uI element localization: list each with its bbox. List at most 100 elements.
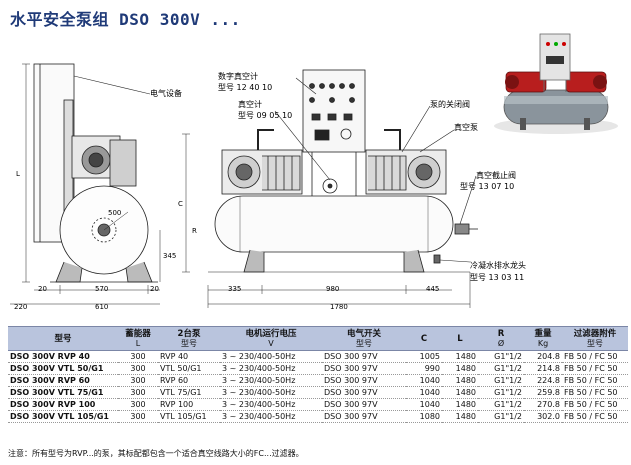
label-digital-vacuum-gauge: 数字真空计 [218, 71, 258, 81]
dim-445: 445 [426, 285, 439, 293]
label-vacuum-gauge: 真空计 [238, 99, 262, 109]
cell-filter: FB 50 / FC 50 [562, 374, 628, 387]
cell-tank: 300 [118, 350, 158, 363]
cell-weight: 224.8 [524, 374, 562, 387]
dim-1780: 1780 [330, 303, 348, 311]
cell-weight: 214.8 [524, 362, 562, 375]
column-header-main: 过滤器附件 [573, 329, 617, 339]
cell-pumps: RVP 40 [158, 350, 220, 363]
column-header-main: L [457, 334, 463, 344]
cell-switch: DSO 300 97V [322, 374, 406, 387]
column-header-sub: L [135, 339, 141, 348]
cell-r: G1"1/2 [478, 398, 524, 411]
cell-filter: FB 50 / FC 50 [562, 398, 628, 411]
cell-model: DSO 300V VTL 75/G1 [8, 386, 118, 399]
dim-500: 500 [108, 209, 121, 217]
dim-220: 220 [14, 303, 27, 311]
cell-tank: 300 [118, 362, 158, 375]
label-pump-shutoff-valve: 泵的关闭阀 [430, 99, 470, 109]
label-digital-vacuum-gauge-model: 型号 12 40 10 [218, 83, 272, 92]
cell-weight: 259.8 [524, 386, 562, 399]
front-view [182, 69, 478, 308]
cell-pumps: VTL 105/G1 [158, 410, 220, 423]
cell-voltage: 3 ~ 230/400-50Hz [220, 398, 322, 411]
dim-20b: 20 [150, 285, 159, 293]
cell-tank: 300 [118, 398, 158, 411]
cell-c: 1040 [406, 398, 442, 411]
dim-20a: 20 [38, 285, 47, 293]
dim-335: 335 [228, 285, 241, 293]
cell-weight: 302.0 [524, 410, 562, 423]
cell-weight: 270.8 [524, 398, 562, 411]
label-vacuum-gauge-model: 型号 09 05 10 [238, 111, 292, 120]
cell-c: 1040 [406, 386, 442, 399]
cell-tank: 300 [118, 410, 158, 423]
cell-pumps: RVP 60 [158, 374, 220, 387]
title-cn: 水平安全泵组 [10, 10, 110, 29]
cell-pumps: RVP 100 [158, 398, 220, 411]
dim-C: C [178, 200, 183, 208]
column-header-sub: Kg [537, 339, 549, 348]
cell-c: 1040 [406, 374, 442, 387]
cell-c: 1005 [406, 350, 442, 363]
cell-filter: FB 50 / FC 50 [562, 386, 628, 399]
cell-r: G1"1/2 [478, 386, 524, 399]
column-header-main: 2台泵 [177, 329, 201, 339]
column-header-main: 蓄能器 [125, 329, 151, 339]
cell-r: G1"1/2 [478, 374, 524, 387]
column-header: 电气开关型号 [322, 326, 406, 351]
cell-pumps: VTL 75/G1 [158, 386, 220, 399]
label-electrical: 电气设备 [150, 88, 182, 98]
cell-filter: FB 50 / FC 50 [562, 410, 628, 423]
dim-610: 610 [95, 303, 108, 311]
cell-voltage: 3 ~ 230/400-50Hz [220, 386, 322, 399]
page-title: 水平安全泵组 DSO 300V ... [10, 6, 241, 30]
cell-l: 1480 [442, 362, 478, 375]
cell-voltage: 3 ~ 230/400-50Hz [220, 410, 322, 423]
footnote: 注意：所有型号为RVP...的泵，其标配都包含一个适合真空线路大小的FC...过… [8, 449, 304, 458]
column-header: 2台泵型号 [158, 326, 220, 351]
product-photo [494, 33, 618, 134]
column-header-sub: V [268, 339, 274, 348]
label-vacuum-shutoff-valve: 真空截止阀 [476, 170, 516, 180]
column-header-main: C [420, 334, 428, 344]
column-header: 型号 [8, 326, 118, 351]
dim-570: 570 [95, 285, 108, 293]
title-model: DSO 300V ... [119, 10, 241, 29]
technical-drawing: 电气设备 L 500 345 20 570 20 220 610 [10, 33, 618, 311]
cell-voltage: 3 ~ 230/400-50Hz [220, 362, 322, 375]
label-condensate-drain: 冷凝水排水龙头 [470, 260, 526, 270]
dim-980: 980 [326, 285, 339, 293]
column-header: C [406, 326, 442, 351]
cell-l: 1480 [442, 398, 478, 411]
cell-tank: 300 [118, 386, 158, 399]
cell-filter: FB 50 / FC 50 [562, 350, 628, 363]
column-header-sub: 型号 [356, 339, 372, 348]
cell-r: G1"1/2 [478, 362, 524, 375]
cell-switch: DSO 300 97V [322, 410, 406, 423]
cell-switch: DSO 300 97V [322, 386, 406, 399]
cell-voltage: 3 ~ 230/400-50Hz [220, 350, 322, 363]
column-header-main: 型号 [54, 334, 72, 344]
column-header-sub: 型号 [587, 339, 603, 348]
front-control-panel [302, 69, 366, 153]
cell-voltage: 3 ~ 230/400-50Hz [220, 374, 322, 387]
cell-model: DSO 300V VTL 50/G1 [8, 362, 118, 375]
column-header-sub: Ø [497, 339, 505, 348]
column-header-main: 电机运行电压 [245, 329, 297, 339]
label-vacuum-shutoff-valve-model: 型号 13 07 10 [460, 182, 514, 191]
cell-switch: DSO 300 97V [322, 350, 406, 363]
front-tank [214, 195, 454, 253]
cell-model: DSO 300V RVP 60 [8, 374, 118, 387]
